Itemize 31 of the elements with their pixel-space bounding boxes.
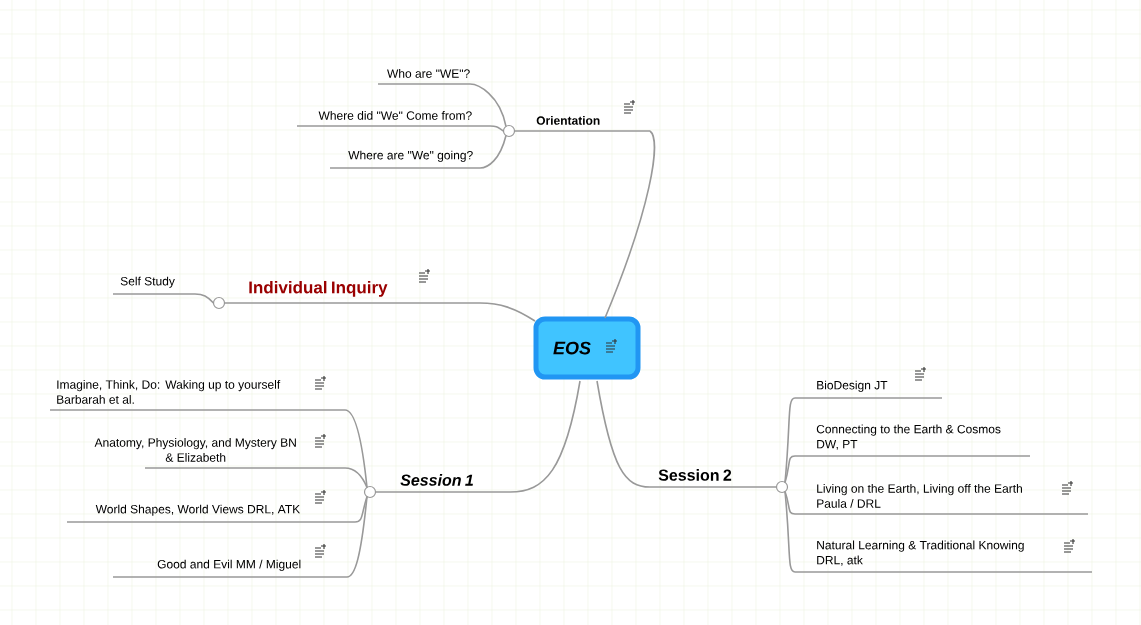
root-topic-box: EOS — [533, 316, 641, 380]
topic-label: Who are "WE"? — [377, 69, 471, 85]
branch-line — [479, 302, 536, 322]
topic-label: Self Study — [112, 276, 196, 295]
branch-line — [344, 409, 368, 489]
branch-line — [479, 134, 507, 169]
branch-line — [194, 293, 215, 304]
topic-label: Session 1 — [363, 474, 511, 499]
topic-label: Imagine, Think, Do: Waking up to yourself Barbarah et al. — [49, 380, 346, 411]
topic-label: Living on the Earth, Living off the Earth Paula / DRL — [794, 484, 1089, 515]
topic-label: Where are "We" going? — [329, 150, 481, 169]
branch-line — [604, 130, 656, 319]
branch-line — [784, 397, 796, 484]
branch-line — [784, 490, 796, 573]
topic-label: Orientation — [502, 116, 651, 138]
branch-line — [469, 83, 507, 128]
branch-line — [344, 467, 368, 489]
branch-line — [509, 380, 581, 493]
topic-label: Anatomy, Physiology, and Mystery BN & Elizabeth — [94, 438, 346, 469]
topic-label: Natural Learning & Traditional Knowing DRL, atk — [794, 540, 1093, 573]
branch-line — [489, 125, 505, 132]
topic-label: Individual Inquiry — [212, 280, 481, 310]
topic-label: World Shapes, World Views DRL, ATK — [66, 504, 356, 523]
topic-label: BioDesign JT — [794, 380, 943, 399]
branch-line — [346, 495, 368, 578]
topic-label: Good and Evil MM / Miguel — [112, 559, 348, 578]
topic-label: Where did "We" Come from? — [296, 111, 491, 127]
branch-line — [596, 380, 651, 488]
branch-line — [784, 455, 796, 484]
topic-label: Connecting to the Earth & Cosmos DW, PT — [794, 424, 1031, 457]
topic-label: Session 2 — [649, 469, 789, 494]
